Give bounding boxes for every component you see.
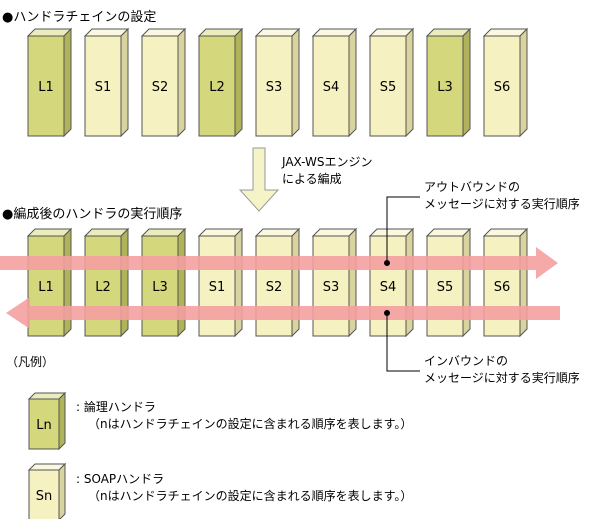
down-arrow-icon	[238, 147, 280, 212]
legend-soap-desc: （nはハンドラチェインの設定に含まれる順序を表します。）	[88, 488, 412, 503]
legend-logical-box-label: Ln	[36, 418, 51, 433]
bottom-handler-l2-label: L2	[95, 280, 111, 295]
legend-logical-box: Ln	[27, 391, 67, 451]
top-handler-s2: S2	[140, 27, 187, 138]
top-handler-l2: L2	[197, 27, 244, 138]
bottom-handler-s1-label: S1	[209, 280, 226, 295]
top-handler-l1-label: L1	[38, 80, 54, 95]
legend-soap-box: Sn	[27, 462, 67, 522]
top-handler-s4: S4	[311, 27, 358, 138]
top-handler-s5-label: S5	[380, 80, 397, 95]
top-handler-l2-label: L2	[209, 80, 225, 95]
top-handler-l1: L1	[26, 27, 73, 138]
legend-title: （凡例）	[6, 355, 54, 369]
legend-soap-box-label: Sn	[36, 489, 53, 504]
top-handler-s5: S5	[368, 27, 415, 138]
top-handler-s2-label: S2	[152, 80, 169, 95]
title-execution-order: ●編成後のハンドラの実行順序	[2, 206, 182, 222]
engine-label-line2: による編成	[282, 171, 342, 186]
bottom-handler-s2-label: S2	[266, 280, 283, 295]
top-handler-s6: S6	[482, 27, 529, 138]
outbound-arrow	[0, 247, 558, 279]
top-handler-s1: S1	[83, 27, 130, 138]
bottom-handler-s6-label: S6	[494, 280, 511, 295]
title-handler-chain-settings: ●ハンドラチェインの設定	[2, 9, 156, 25]
legend-soap-name: : SOAPハンドラ	[76, 472, 164, 486]
inbound-arrow	[6, 297, 560, 329]
top-handler-l3-label: L3	[437, 80, 453, 95]
top-handler-s4-label: S4	[323, 80, 340, 95]
inbound-callout	[384, 310, 420, 372]
outbound-label-line2: メッセージに対する実行順序	[424, 196, 580, 211]
engine-label-line1: JAX-WSエンジン	[281, 155, 373, 169]
top-handler-chain: L1 S1 S2 L2 S3 S4 S5 L3 S6	[26, 27, 529, 138]
inbound-label-line1: インバウンドの	[424, 354, 508, 368]
top-handler-s6-label: S6	[494, 80, 511, 95]
bottom-handler-s3-label: S3	[323, 280, 340, 295]
bottom-handler-l3-label: L3	[152, 280, 168, 295]
top-handler-l3: L3	[425, 27, 472, 138]
legend-logical-name: : 論理ハンドラ	[76, 399, 156, 414]
inbound-label-line2: メッセージに対する実行順序	[424, 370, 580, 385]
outbound-callout	[384, 196, 420, 266]
bottom-handler-l1-label: L1	[38, 280, 54, 295]
top-handler-s1-label: S1	[95, 80, 112, 95]
outbound-label-line1: アウトバウンドの	[424, 180, 520, 194]
top-handler-s3: S3	[254, 27, 301, 138]
legend-logical-desc: （nはハンドラチェインの設定に含まれる順序を表します。）	[88, 416, 412, 431]
bottom-handler-s4-label: S4	[380, 280, 397, 295]
bottom-handler-s5-label: S5	[437, 280, 454, 295]
top-handler-s3-label: S3	[266, 80, 283, 95]
